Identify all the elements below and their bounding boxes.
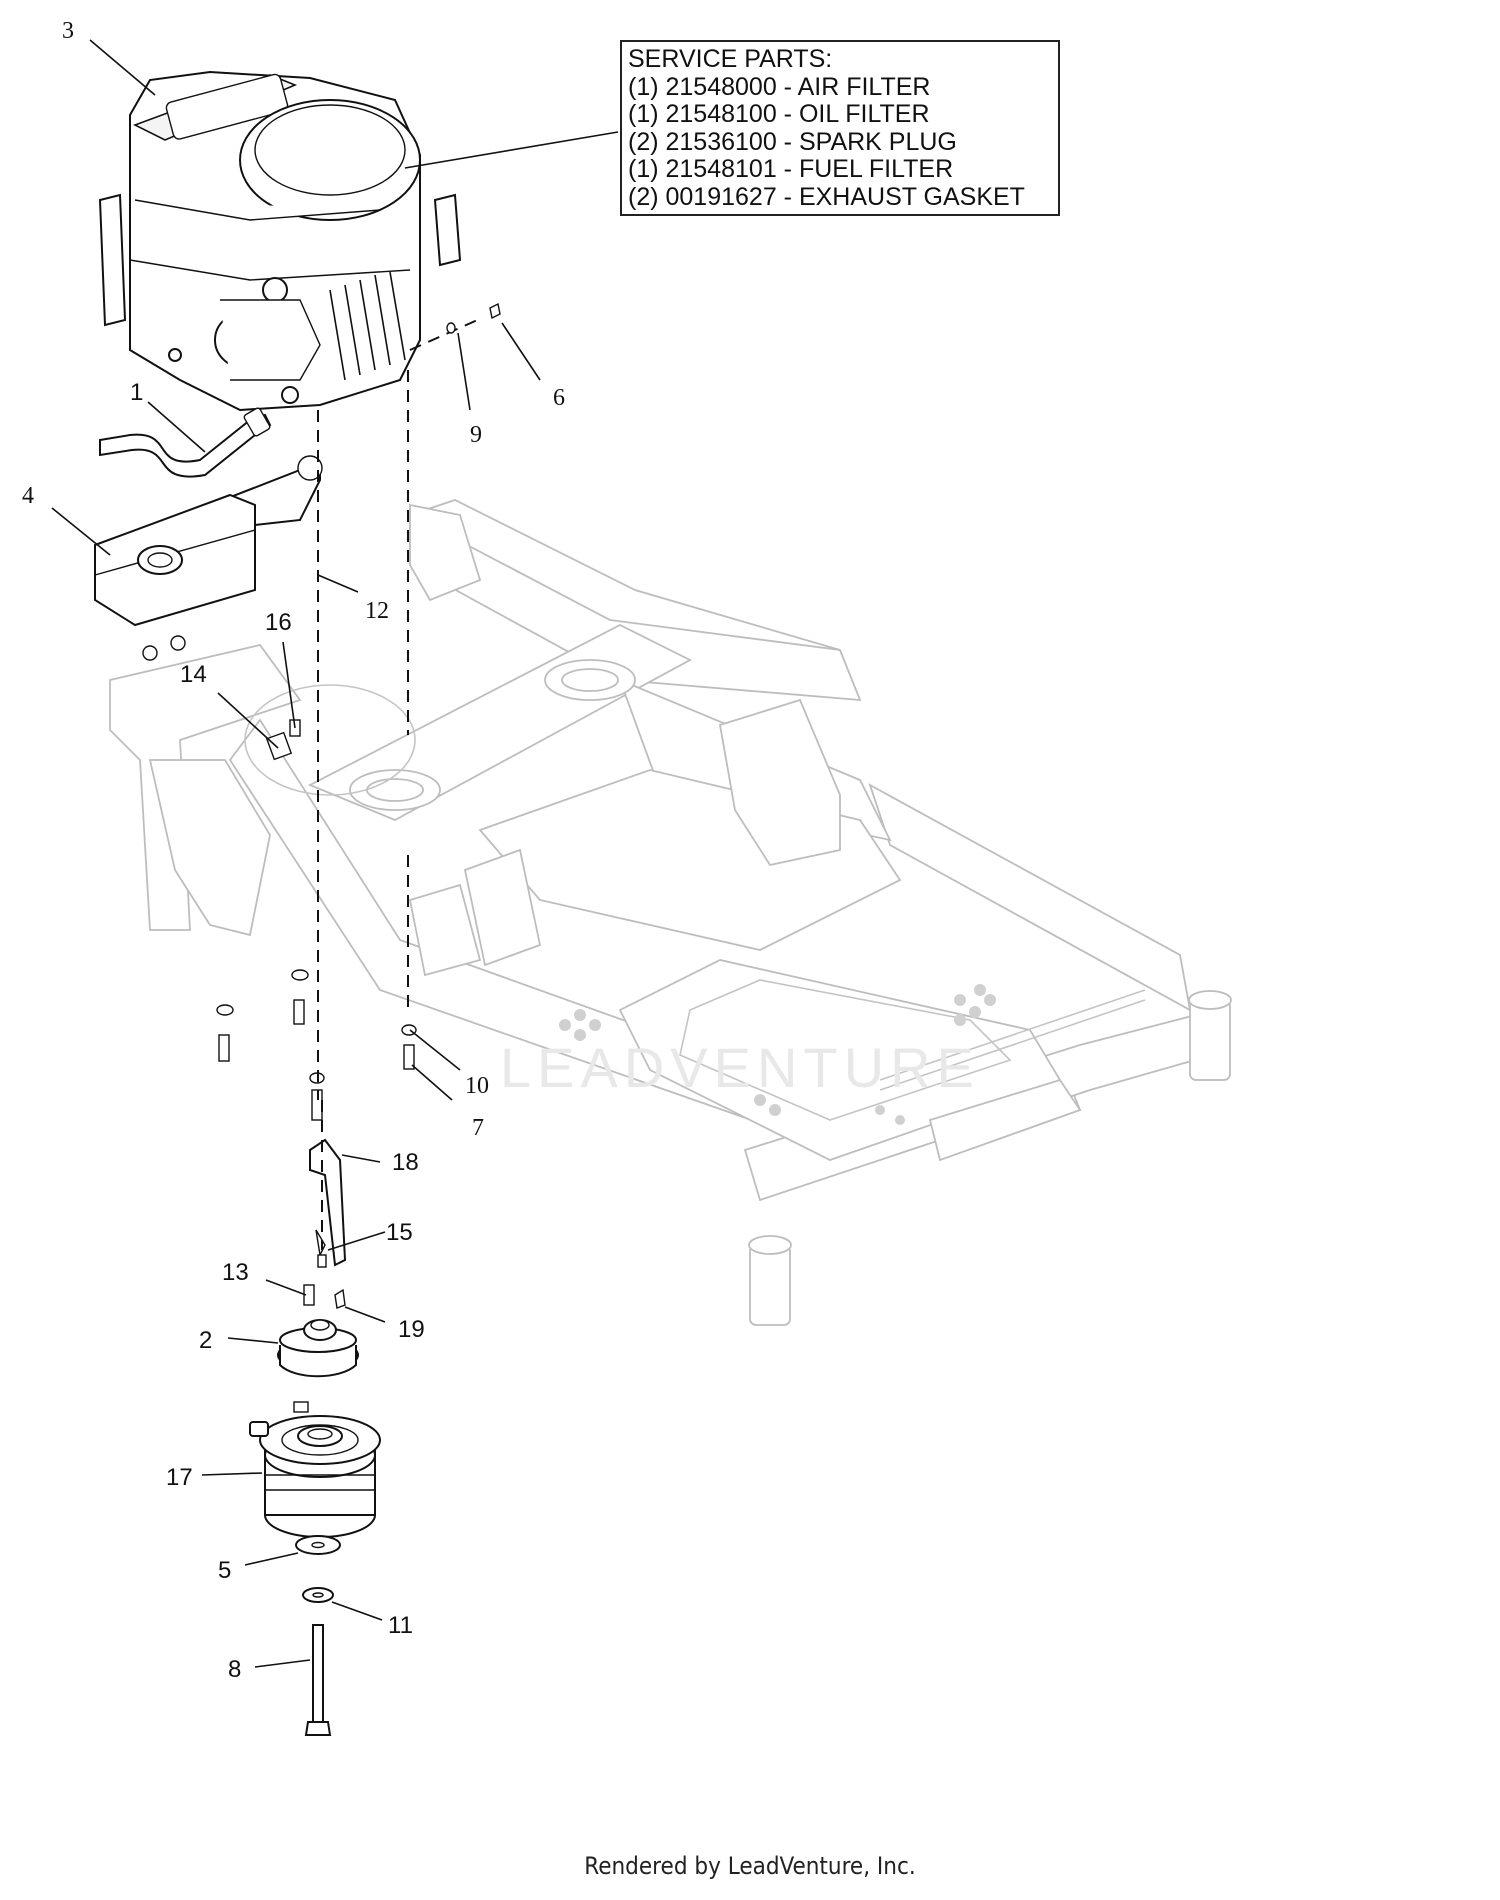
callout-labels: 3 1 4 6 9 12 16 14 10 7 18 15 13 19 2 17…	[22, 18, 565, 1683]
callout-4: 4	[22, 483, 34, 509]
engine	[98, 70, 462, 412]
washer-small	[302, 1587, 334, 1603]
callout-16: 16	[265, 609, 292, 636]
electric-clutch	[249, 1401, 381, 1538]
bolts	[216, 969, 417, 1121]
callout-18: 18	[392, 1149, 419, 1176]
callout-1: 1	[130, 379, 143, 406]
callout-12: 12	[365, 598, 389, 624]
washer-9	[446, 322, 456, 334]
alignment-lines	[317, 317, 483, 1250]
pulley	[277, 1319, 359, 1378]
service-part-item: (1) 21548100 - OIL FILTER	[628, 100, 930, 128]
service-parts-title: SERVICE PARTS:	[628, 45, 833, 73]
fuel-hose	[99, 407, 272, 478]
leader-lines	[51, 39, 619, 1668]
callout-5: 5	[218, 1557, 231, 1584]
washer-large	[295, 1535, 341, 1555]
callout-17: 17	[166, 1464, 193, 1491]
callout-13: 13	[222, 1259, 249, 1286]
callout-7: 7	[472, 1115, 484, 1141]
footer-credit: Rendered by LeadVenture, Inc.	[584, 1852, 916, 1880]
callout-19: 19	[398, 1316, 425, 1343]
callout-11: 11	[388, 1612, 413, 1639]
callout-15: 15	[386, 1219, 413, 1246]
callout-3: 3	[62, 18, 74, 44]
callout-2: 2	[199, 1327, 212, 1354]
nut-6	[489, 302, 501, 320]
service-part-item: (2) 00191627 - EXHAUST GASKET	[628, 182, 1025, 211]
watermark: LEADVENTURE	[500, 1036, 980, 1099]
callout-9: 9	[470, 422, 482, 448]
callout-14: 14	[180, 661, 207, 688]
callout-10: 10	[465, 1073, 489, 1099]
callout-6: 6	[553, 385, 565, 411]
service-part-item: (1) 21548101 - FUEL FILTER	[628, 155, 954, 183]
spring-pin	[334, 1288, 346, 1309]
mower-frame	[109, 499, 1232, 1326]
clutch-bracket	[309, 1138, 347, 1268]
service-parts-box: SERVICE PARTS: (1) 21548000 - AIR FILTER…	[620, 40, 1060, 216]
service-part-item: (2) 21536100 - SPARK PLUG	[628, 127, 957, 156]
muffler	[94, 455, 323, 627]
callout-8: 8	[228, 1656, 241, 1683]
service-part-item: (1) 21548000 - AIR FILTER	[628, 72, 931, 101]
clutch-bolt	[304, 1624, 332, 1736]
